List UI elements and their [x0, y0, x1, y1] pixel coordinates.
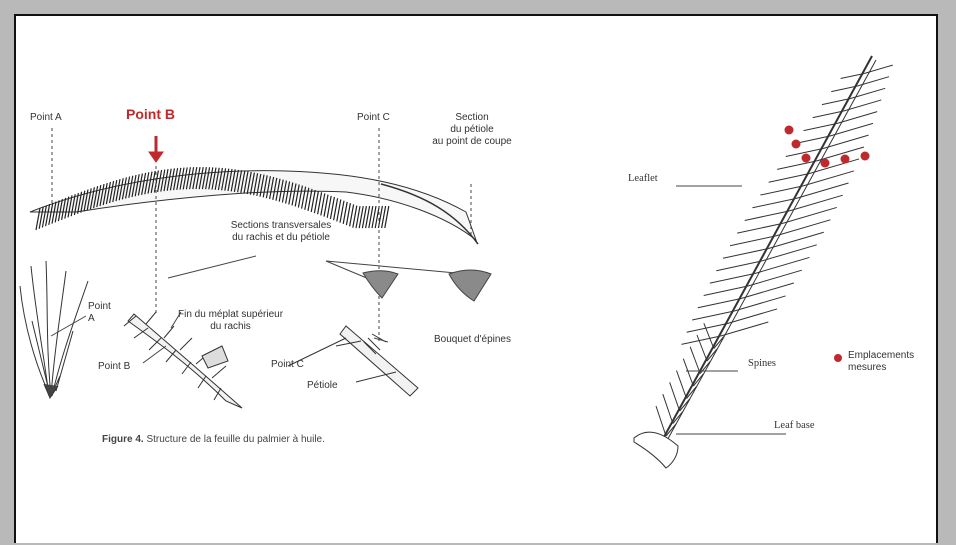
frond-leaflet-stroke [318, 192, 322, 214]
label-point-b: Point B [126, 108, 175, 120]
point-a-inset [20, 261, 88, 398]
legend-dot [834, 354, 842, 362]
label-point-a: Point A [30, 112, 62, 124]
label-leaflet: Leaflet [628, 173, 658, 185]
label-point-c: Point C [357, 112, 390, 124]
caption-text: Structure de la feuille du palmier à hui… [144, 434, 325, 445]
palm-leaf [656, 56, 893, 448]
label-sections-transversales: Sections transversales du rachis et du p… [206, 220, 356, 244]
palm-leaf-stroke [844, 100, 882, 111]
palm-leaf-stroke [823, 135, 868, 148]
measurement-dot [821, 159, 830, 168]
palm-leaf-stroke [663, 394, 673, 423]
frond-leaflet-stroke [324, 195, 328, 217]
figure-panel: Point A Point B Point C Section du pétio… [14, 14, 938, 543]
frond-leaflet-stroke [334, 198, 338, 220]
label-bouquet-epines: Bouquet d'épines [434, 334, 511, 346]
diagram-canvas [16, 16, 940, 545]
measurement-dot [841, 155, 850, 164]
palm-leaf-stroke [677, 371, 687, 399]
palm-leaf-stroke [658, 56, 872, 448]
palm-leaf-stroke [857, 77, 889, 86]
section-arrows [168, 256, 456, 284]
label-section-petiole: Section du pétiole au point de coupe [412, 112, 532, 148]
measurement-dot [861, 152, 870, 161]
palm-leaf-stroke [683, 359, 693, 386]
measurement-dots [785, 126, 870, 168]
palm-leaf-stroke [864, 65, 893, 73]
section-shape-petiole [449, 270, 491, 301]
figure-caption: Figure 4. Structure de la feuille du pal… [102, 434, 325, 446]
palm-leaf-stroke [837, 112, 877, 124]
palm-leaf-stroke [656, 406, 666, 436]
label-petiole: Pétiole [307, 380, 338, 392]
palm-leaf-stroke [670, 382, 680, 411]
caption-bold: Figure 4. [102, 434, 144, 445]
leaf-base [634, 432, 678, 468]
palm-leaf-stroke [851, 88, 886, 98]
measurement-dot [785, 126, 794, 135]
label-legend: Emplacements mesures [848, 350, 914, 374]
section-shape-c [363, 271, 398, 298]
frond-leaflet-stroke [321, 193, 325, 215]
frond-leaflet-stroke [337, 199, 341, 221]
label-fin-meplat: Fin du méplat supérieur du rachis [178, 309, 283, 333]
label-leaf-base: Leaf base [774, 420, 815, 432]
label-point-b-inset: Point B [98, 361, 130, 373]
frond-leaflet-stroke [330, 197, 334, 219]
frond-leaflet-stroke [327, 196, 331, 218]
label-point-c-inset: Point C [271, 359, 304, 371]
palm-leaf-stroke [690, 347, 700, 374]
measurement-dot [802, 154, 811, 163]
label-spines: Spines [748, 358, 776, 370]
measurement-dot [792, 140, 801, 149]
label-point-a-inset: Point A [88, 301, 111, 325]
palm-leaf-stroke [830, 123, 873, 136]
